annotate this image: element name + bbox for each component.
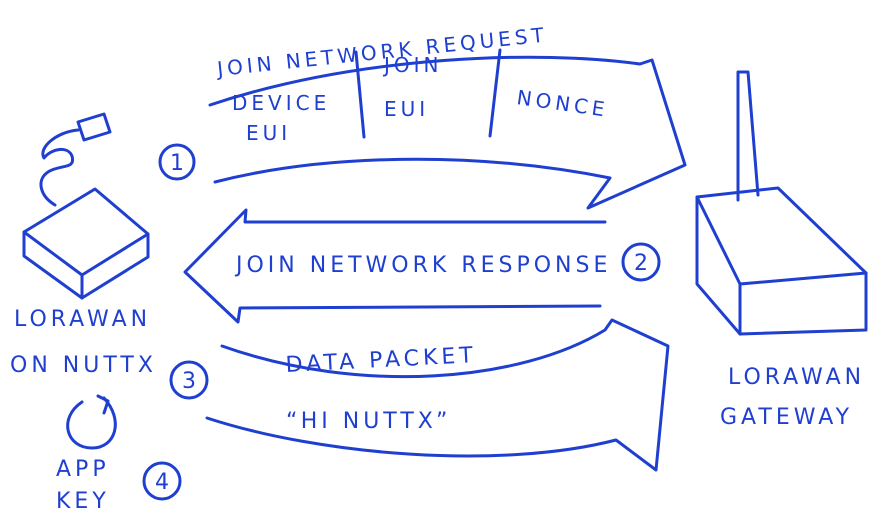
gateway-label-line2: GATEWAY: [720, 405, 853, 430]
step-4-number: 4: [155, 470, 169, 495]
app-key-loop-arrowhead: [96, 394, 110, 415]
join-request-divider-1: [354, 50, 366, 139]
gateway-box-top: [695, 186, 868, 286]
step-1-circle: [158, 143, 196, 181]
device-label-line2: ON NUTTX: [10, 353, 157, 378]
device-box-front: [22, 230, 84, 300]
step-2-number: 2: [634, 251, 648, 276]
step-2-circle: [621, 242, 661, 282]
gateway-box-front: [695, 195, 742, 336]
join-request-field-2-line2: EUI: [384, 97, 429, 121]
step-4-circle: [142, 461, 182, 501]
step-3-number: 3: [182, 369, 196, 394]
lorawan-gateway: [695, 70, 868, 336]
step-3-circle: [169, 360, 209, 400]
gateway-label-line1: LORAWAN: [728, 365, 865, 390]
data-packet-arrow: [205, 318, 670, 472]
data-packet-payload: “HI NUTTX”: [286, 409, 451, 434]
app-key-line1: APP: [56, 457, 110, 482]
device-antenna-cable: [39, 128, 80, 207]
step-1-number: 1: [170, 151, 184, 176]
join-request-field-1-line1: DEVICE: [232, 91, 330, 115]
join-response-title: JOIN NETWORK RESPONSE: [234, 253, 611, 278]
app-key-loop-icon: [66, 396, 117, 450]
device-box-top: [22, 187, 150, 277]
device-box-side: [80, 232, 150, 300]
join-request-divider-2: [488, 48, 502, 138]
app-key-line2: KEY: [56, 489, 110, 514]
join-request-arrow: [208, 55, 687, 210]
gateway-box-side: [738, 271, 868, 336]
gateway-antenna: [736, 70, 760, 202]
join-request-field-2-line1: JOIN: [382, 53, 443, 77]
join-request-field-3-line1: NONCE: [515, 85, 610, 122]
lorawan-device: [22, 112, 150, 300]
device-antenna-connector: [76, 112, 112, 142]
join-response-arrow: [183, 208, 607, 324]
data-packet-title: DATA PACKET: [285, 343, 477, 378]
join-request-field-1-line2: EUI: [246, 121, 291, 145]
device-label-line1: LORAWAN: [14, 307, 151, 332]
